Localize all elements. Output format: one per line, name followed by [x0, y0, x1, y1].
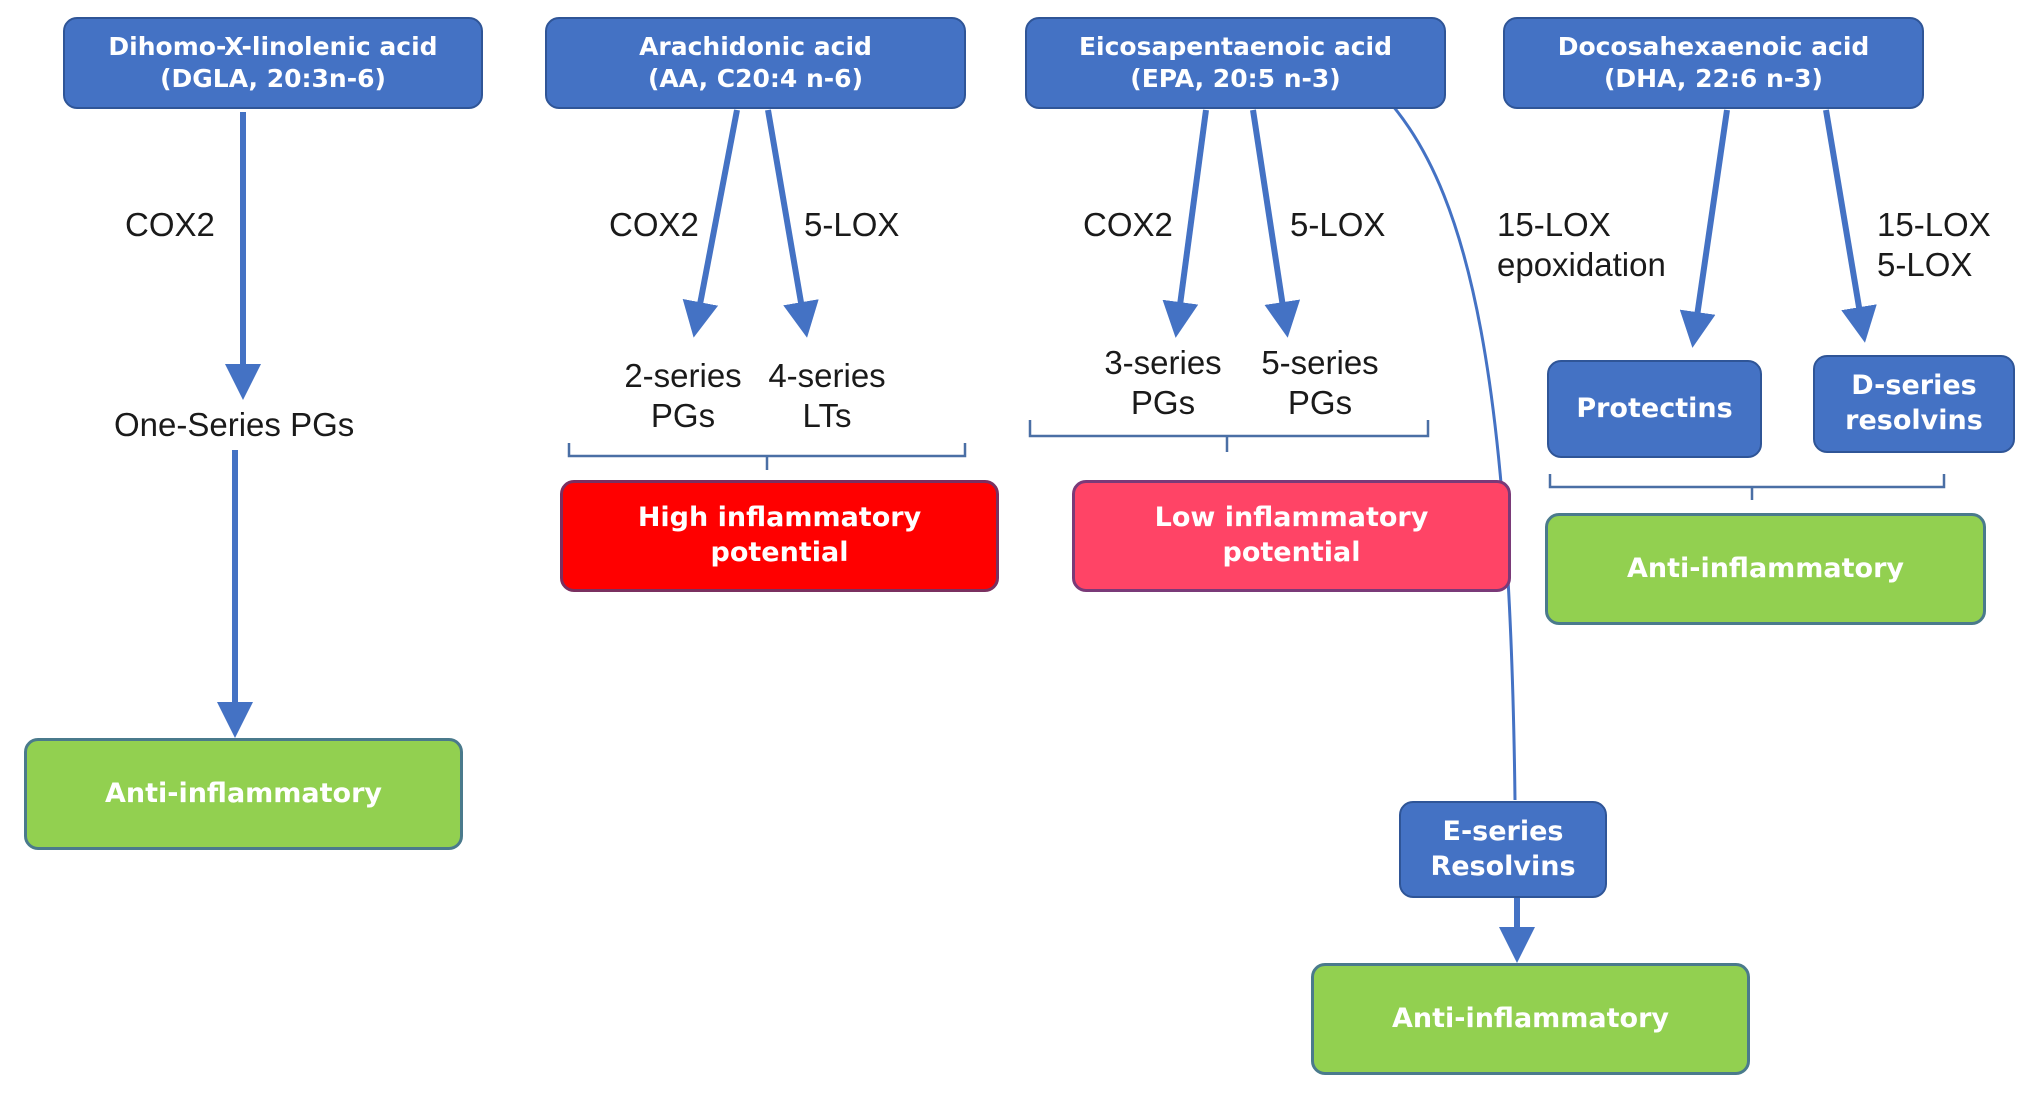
dha-name: Docosahexaenoic acid	[1557, 32, 1870, 61]
product-aa-4series-line1: 4-series	[768, 357, 886, 394]
product-epa-3series-line1: 3-series	[1104, 344, 1222, 381]
product-protectins: Protectins	[1547, 360, 1762, 458]
source-epa: Eicosapentaenoic acid (EPA, 20:5 n-3)	[1025, 17, 1446, 109]
enzyme-epa-15lox: 15-LOX epoxidation	[1497, 205, 1666, 284]
product-aa-4series: 4-series LTs	[762, 356, 892, 435]
outcome-dha-anti-inflammatory: Anti-inflammatory	[1545, 513, 1986, 625]
outcome-epa-line1: Low inflammatory	[1154, 502, 1429, 534]
product-aa-4series-line2: LTs	[802, 396, 852, 434]
enzyme-epa-5lox: 5-LOX	[1290, 206, 1386, 243]
outcome-epa-line2: potential	[1222, 537, 1361, 568]
bracket-aa	[567, 443, 967, 470]
product-one-series-pgs: One-Series PGs	[114, 406, 355, 443]
product-aa-2series: 2-series PGs	[618, 356, 748, 435]
enzyme-epa-cox2: COX2	[1083, 206, 1173, 243]
product-epa-3series-line2: PGs	[1130, 383, 1196, 421]
arrow-aa-5lox	[765, 109, 819, 338]
product-epa-5series-line1: 5-series	[1261, 344, 1379, 381]
enzyme-dha-lox: 15-LOX 5-LOX	[1877, 205, 1991, 284]
enzyme-dha-lox-line2: 5-LOX	[1877, 245, 1973, 283]
enzyme-epa-15lox-line2: epoxidation	[1497, 245, 1666, 283]
dseries-line2: resolvins	[1845, 405, 1983, 436]
outcome-dgla-anti-inflammatory: Anti-inflammatory	[24, 738, 463, 850]
epa-name: Eicosapentaenoic acid	[1078, 32, 1393, 61]
aa-formula: (AA, C20:4 n-6)	[647, 64, 863, 93]
outcome-dgla-label: Anti-inflammatory	[104, 777, 383, 809]
aa-name: Arachidonic acid	[639, 32, 872, 61]
outcome-dha-label: Anti-inflammatory	[1626, 552, 1905, 584]
arrow-epa-cox2	[1162, 109, 1209, 338]
enzyme-dgla-cox2: COX2	[125, 206, 215, 243]
outcome-eseries-anti-inflammatory: Anti-inflammatory	[1311, 963, 1750, 1075]
bracket-dha	[1548, 474, 1946, 500]
outcome-aa-line1: High inflammatory	[637, 502, 922, 534]
source-aa: Arachidonic acid (AA, C20:4 n-6)	[545, 17, 966, 109]
enzyme-aa-5lox: 5-LOX	[804, 206, 900, 243]
arrow-epa-5lox	[1250, 109, 1301, 338]
dgla-name: Dihomo-X-linolenic acid	[108, 32, 438, 61]
arrow-dha-to-protectins	[1679, 109, 1730, 348]
product-epa-5series: 5-series PGs	[1255, 343, 1385, 422]
dha-formula: (DHA, 22:6 n-3)	[1603, 64, 1823, 93]
arrow-aa-cox2	[682, 109, 740, 338]
dseries-line1: D-series	[1851, 370, 1977, 402]
outcome-eseries-label: Anti-inflammatory	[1391, 1002, 1670, 1034]
enzyme-dha-lox-line1: 15-LOX	[1877, 206, 1991, 243]
eseries-line2: Resolvins	[1430, 850, 1576, 882]
product-epa-3series: 3-series PGs	[1098, 343, 1228, 422]
product-epa-5series-line2: PGs	[1287, 383, 1353, 421]
eseries-line1: E-series	[1442, 815, 1564, 847]
product-aa-2series-line2: PGs	[650, 396, 716, 434]
curve-epa-to-eseries	[1391, 105, 1517, 801]
product-aa-2series-line1: 2-series	[624, 357, 742, 394]
enzyme-epa-15lox-line1: 15-LOX	[1497, 206, 1611, 243]
enzyme-aa-cox2: COX2	[609, 206, 699, 243]
outcome-aa-line2: potential	[710, 537, 849, 568]
protectins-label: Protectins	[1576, 392, 1733, 424]
dgla-formula: (DGLA, 20:3n-6)	[160, 64, 386, 93]
source-dgla: Dihomo-X-linolenic acid (DGLA, 20:3n-6)	[63, 17, 483, 109]
epa-formula: (EPA, 20:5 n-3)	[1130, 64, 1341, 93]
arrow-dha-to-dseries	[1823, 109, 1877, 343]
bracket-epa	[1028, 420, 1430, 452]
source-dha: Docosahexaenoic acid (DHA, 22:6 n-3)	[1503, 17, 1924, 109]
